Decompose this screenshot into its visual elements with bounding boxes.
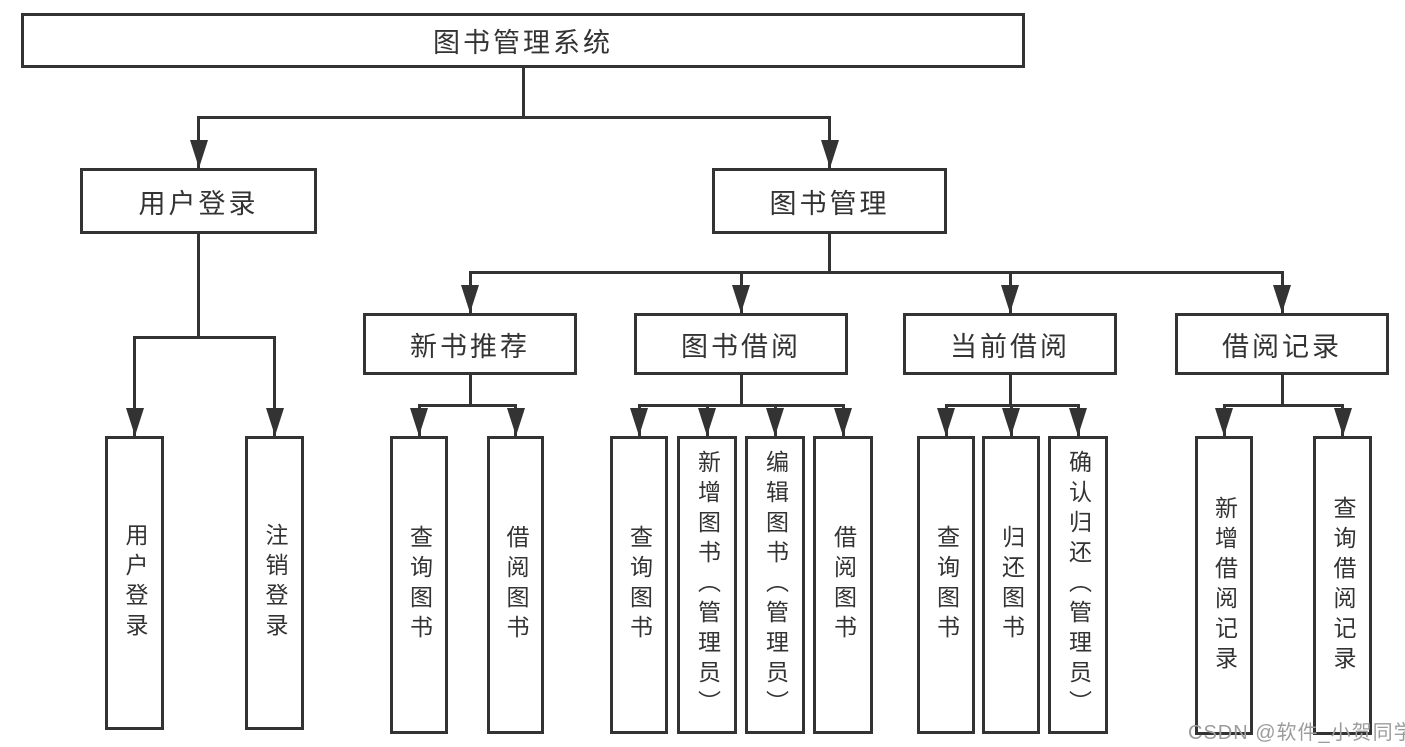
arrow-down-icon <box>125 408 144 436</box>
arrow-down-icon <box>820 140 839 168</box>
leaf-logout: 注销登录 <box>245 436 304 730</box>
leaf-edit-books-admin: 编辑图书（管理员） <box>745 436 805 734</box>
node-current-borrowing: 当前借阅 <box>903 313 1117 375</box>
node-library-system: 图书管理系统 <box>21 13 1025 68</box>
arrow-down-icon <box>506 408 525 436</box>
connector-line <box>273 337 276 436</box>
connector-line <box>133 335 276 339</box>
connector-line <box>468 375 472 405</box>
leaf-add-books-admin: 新增图书（管理员） <box>677 436 737 734</box>
leaf-search-books-current: 查询图书 <box>917 436 975 734</box>
leaf-borrow-books: 借阅图书 <box>813 436 873 734</box>
connector-line <box>197 115 831 119</box>
arrow-down-icon <box>1069 408 1087 436</box>
connector-line <box>133 337 136 436</box>
arrow-down-icon <box>834 408 852 436</box>
node-new-book-recommendation: 新书推荐 <box>363 313 577 375</box>
connector-line <box>739 375 743 405</box>
arrow-down-icon <box>630 408 648 436</box>
leaf-search-books-borrow: 查询图书 <box>610 436 668 734</box>
arrow-down-icon <box>698 408 716 436</box>
arrow-down-icon <box>1273 285 1291 313</box>
leaf-user-login: 用户登录 <box>105 436 164 730</box>
leaf-confirm-return-admin: 确认归还（管理员） <box>1048 436 1108 734</box>
node-book-borrowing: 图书借阅 <box>634 313 848 375</box>
arrow-down-icon <box>1215 408 1233 436</box>
arrow-down-icon <box>265 408 284 436</box>
leaf-add-borrow-record: 新增借阅记录 <box>1195 436 1253 735</box>
arrow-down-icon <box>937 408 955 436</box>
node-borrowing-records: 借阅记录 <box>1175 313 1389 375</box>
arrow-down-icon <box>189 140 208 168</box>
arrow-down-icon <box>1002 408 1020 436</box>
node-user-login: 用户登录 <box>80 168 317 234</box>
connector-line <box>521 68 525 117</box>
node-book-management: 图书管理 <box>712 168 947 234</box>
watermark: CSDN @软件_小贺同学 <box>1188 722 1405 744</box>
arrow-down-icon <box>732 285 750 313</box>
connector-line <box>417 403 517 407</box>
arrow-down-icon <box>1001 285 1019 313</box>
connector-line <box>197 233 200 337</box>
arrow-down-icon <box>766 408 784 436</box>
leaf-search-borrow-record: 查询借阅记录 <box>1313 436 1372 735</box>
leaf-search-books-recommend: 查询图书 <box>390 436 448 734</box>
connector-line <box>468 270 1284 274</box>
connector-line <box>1280 375 1284 405</box>
connector-line <box>828 234 831 272</box>
arrow-down-icon <box>461 285 479 313</box>
leaf-return-books: 归还图书 <box>982 436 1040 734</box>
arrow-down-icon <box>410 408 428 436</box>
connector-line <box>1008 375 1012 405</box>
leaf-borrow-books-recommend: 借阅图书 <box>487 436 544 734</box>
connector-line <box>1222 403 1344 407</box>
connector-line <box>637 403 845 407</box>
arrow-down-icon <box>1333 408 1352 436</box>
